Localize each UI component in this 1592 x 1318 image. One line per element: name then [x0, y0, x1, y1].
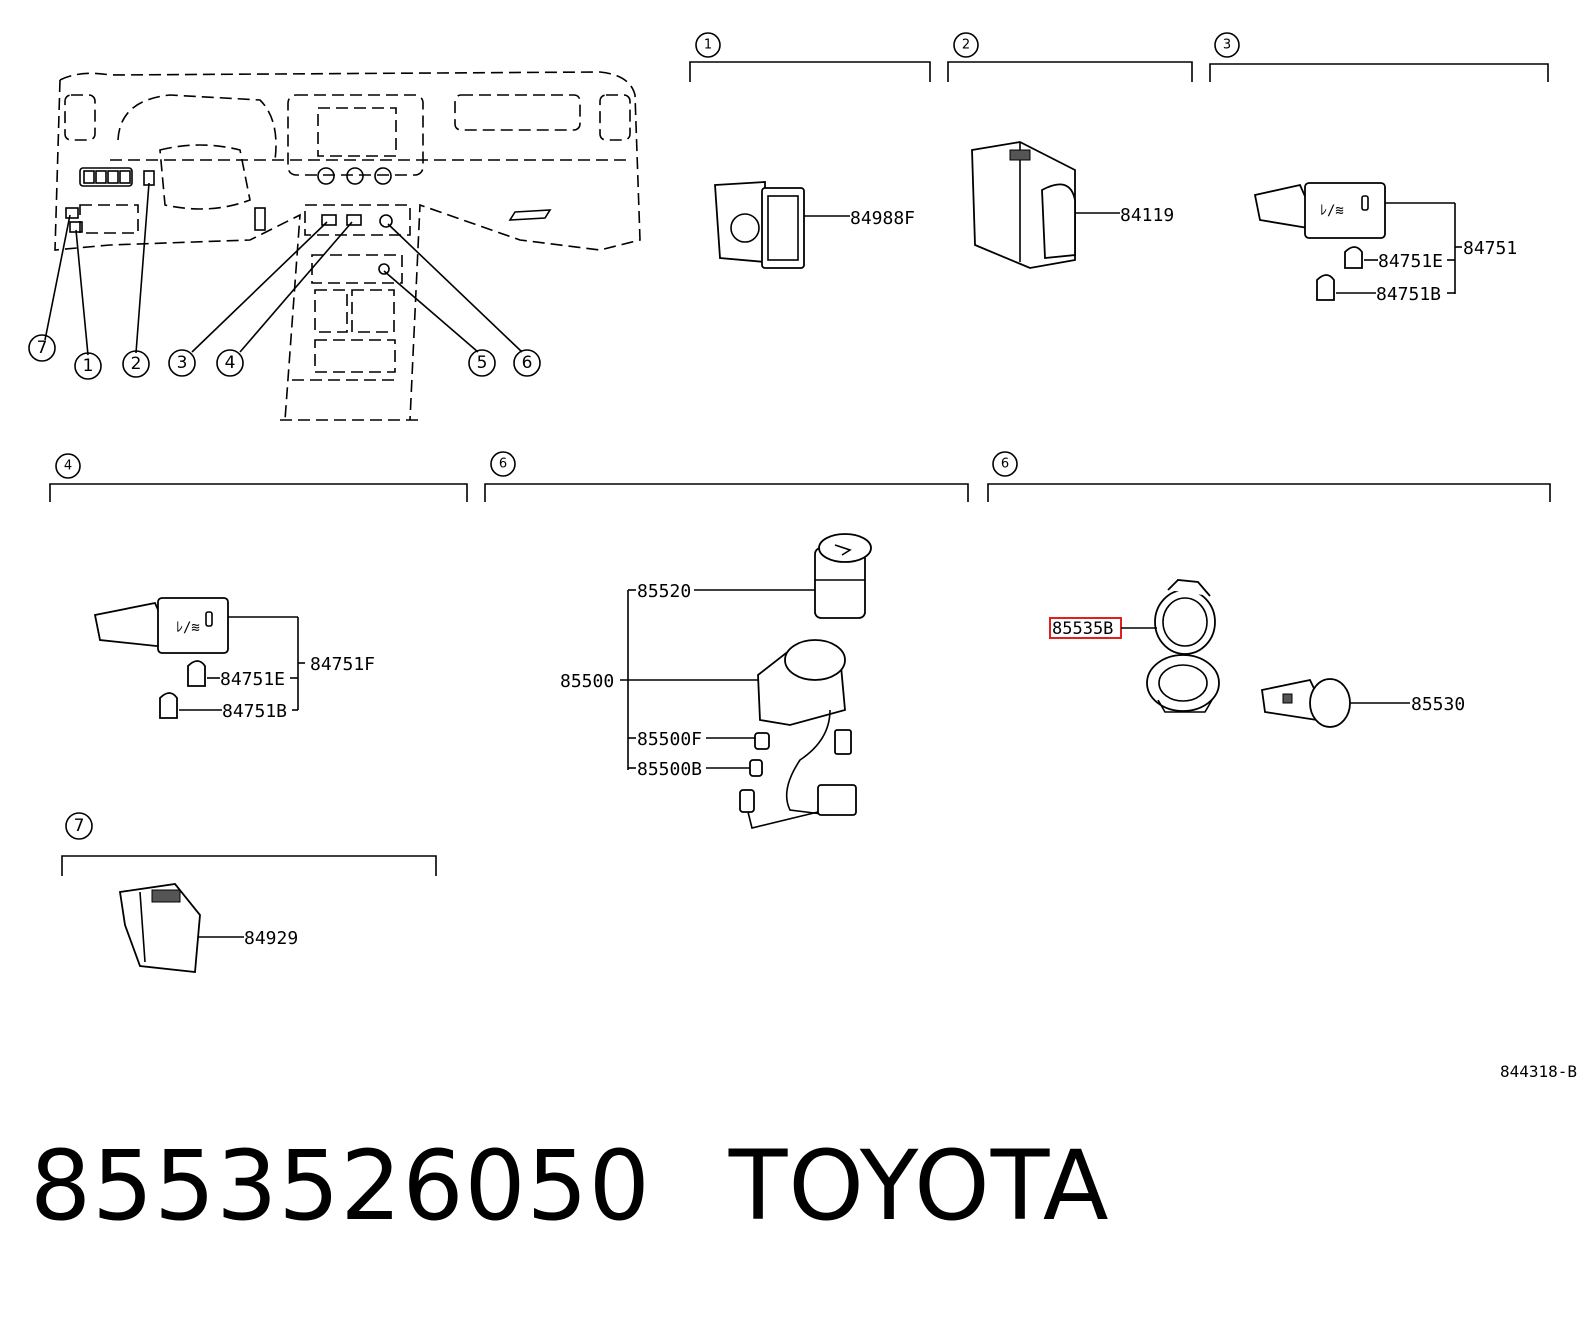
section-4: 4 ﾚ/≋ 84751F 84751E 84751B: [49, 453, 468, 722]
overview-callout-7: 7: [37, 338, 48, 358]
part-label-84751F: 84751F: [310, 654, 375, 675]
section-2-number: 2: [962, 38, 970, 53]
section-6-lighter: 6 85520 85500 85500F 85500B: [484, 451, 969, 829]
dashboard-overview: 7 1 2 3 4 5 6: [28, 71, 641, 421]
part-label-85500: 85500: [560, 671, 614, 692]
overview-callout-4: 4: [225, 353, 236, 373]
part-label-84119: 84119: [1120, 205, 1174, 226]
part-label-84751B: 84751B: [222, 701, 287, 722]
overview-callout-1: 1: [83, 356, 94, 376]
part-label-84751: 84751: [1463, 238, 1517, 259]
section-7: 7 84929: [61, 812, 437, 973]
section-7-number: 7: [74, 816, 85, 836]
part-label-84929: 84929: [244, 928, 298, 949]
section-4-number: 4: [64, 459, 72, 474]
part-label-85535B[interactable]: 85535B: [1052, 619, 1113, 639]
section-1: 1 84988F: [689, 32, 931, 269]
seat-heater-symbol: ﾚ/≋: [1320, 203, 1344, 219]
parts-diagram: 7 1 2 3 4 5 6 1 84988F 2 84119: [28, 32, 1577, 1081]
section-6a-number: 6: [499, 457, 507, 472]
overview-callout-3: 3: [177, 353, 188, 373]
part-label-84751E: 84751E: [220, 669, 285, 690]
section-6-outlet: 6 85535B 85530: [987, 451, 1551, 728]
section-3: 3 ﾚ/≋ 84751 84751E 84751B: [1209, 32, 1549, 305]
section-6b-number: 6: [1001, 457, 1009, 472]
part-label-84988F: 84988F: [850, 208, 915, 229]
part-label-85500B: 85500B: [637, 759, 702, 780]
overview-callout-2: 2: [131, 354, 142, 374]
part-label-85500F: 85500F: [637, 729, 702, 750]
section-1-number: 1: [704, 38, 712, 53]
part-label-84751B: 84751B: [1376, 284, 1441, 305]
overview-callout-5: 5: [477, 353, 488, 373]
part-label-85520: 85520: [637, 581, 691, 602]
overview-callout-6: 6: [522, 353, 533, 373]
part-footer: 8553526050 TOYOTA: [30, 1130, 1188, 1242]
brand-name: TOYOTA: [728, 1130, 1110, 1242]
part-label-85530: 85530: [1411, 694, 1465, 715]
part-label-84751E: 84751E: [1378, 251, 1443, 272]
part-number: 8553526050: [30, 1130, 651, 1242]
diagram-ref: 844318-B: [1500, 1062, 1577, 1081]
section-3-number: 3: [1223, 38, 1231, 53]
seat-heater-symbol: ﾚ/≋: [176, 620, 200, 636]
section-2: 2 84119: [947, 32, 1193, 269]
